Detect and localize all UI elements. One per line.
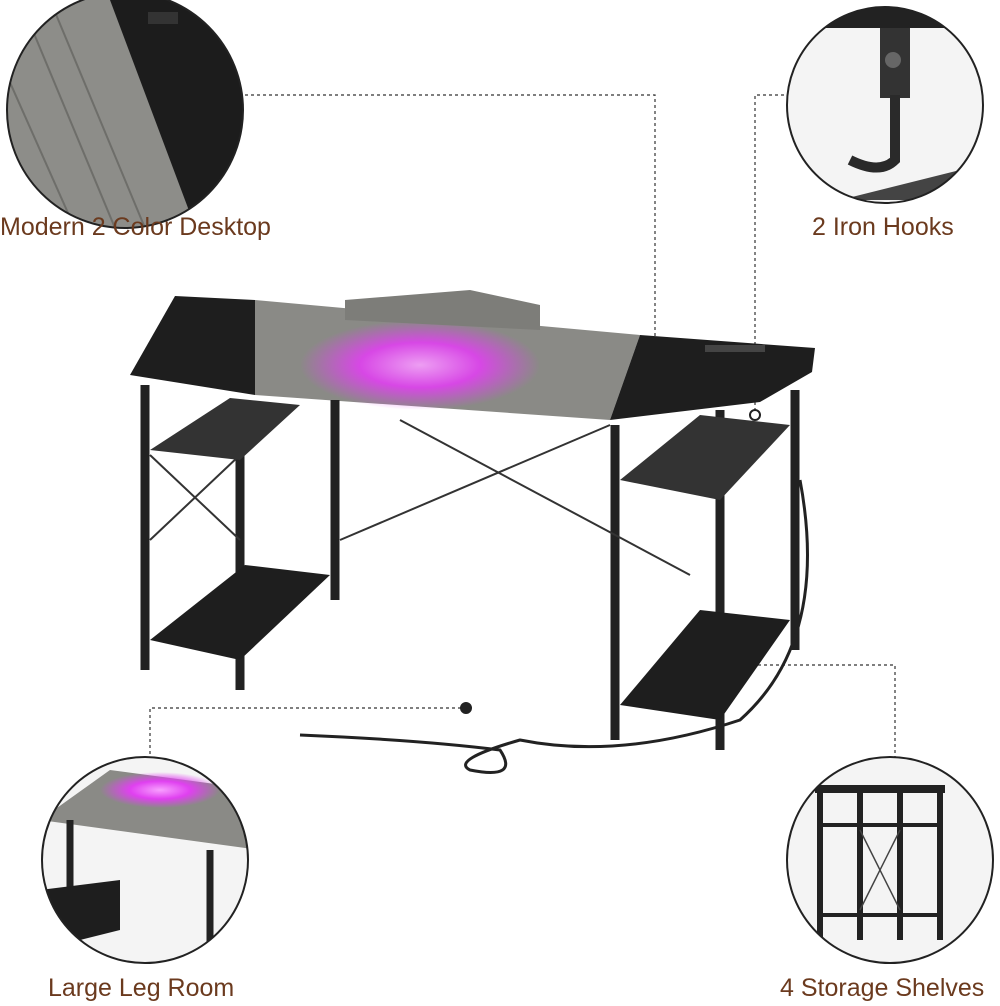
leader-lines [149, 94, 896, 760]
leg-room-closeup [42, 757, 248, 963]
storage-shelves-closeup [787, 757, 993, 963]
feature-label-shelves: 4 Storage Shelves [780, 974, 985, 1002]
feature-label-leg-room: Large Leg Room [48, 974, 235, 1002]
wood-desktop-closeup [7, 0, 243, 228]
iron-hook-closeup [787, 7, 983, 203]
desk-main [130, 290, 815, 774]
feature-label-desktop: Modern 2 Color Desktop [0, 213, 271, 241]
feature-label-hooks: 2 Iron Hooks [812, 213, 954, 241]
